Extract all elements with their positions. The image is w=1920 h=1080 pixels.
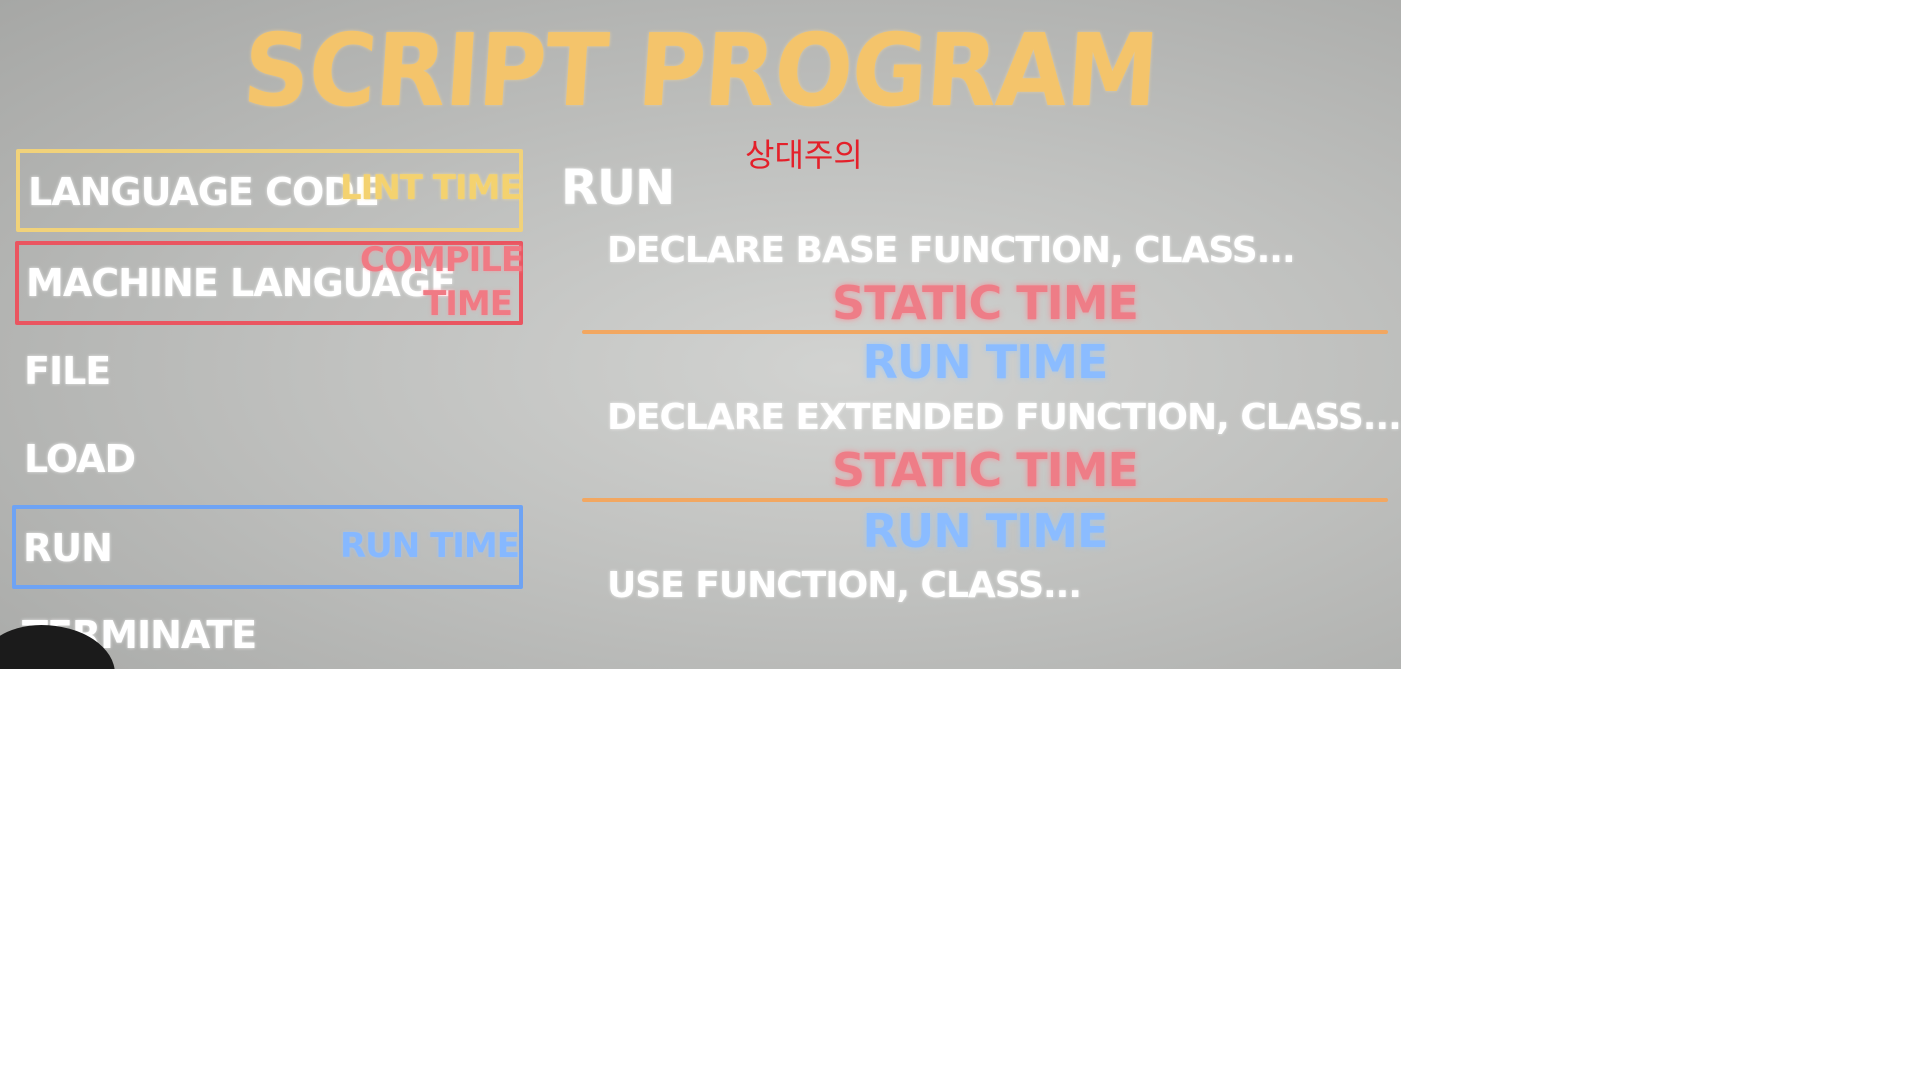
run-time-2: RUN TIME xyxy=(862,504,1109,558)
compile-time-line-2: TIME xyxy=(423,284,513,324)
language-code-label: LANGUAGE CODE xyxy=(28,170,380,214)
compile-time-line-1: COMPILE xyxy=(360,240,524,280)
run-label: RUN xyxy=(23,526,113,570)
divider-2 xyxy=(582,498,1388,502)
language-code-box xyxy=(16,149,523,232)
use-function-text: USE FUNCTION, CLASS... xyxy=(607,565,1082,606)
run-time-tag: RUN TIME xyxy=(340,526,520,566)
declare-base-text: DECLARE BASE FUNCTION, CLASS... xyxy=(607,230,1296,271)
file-label: FILE xyxy=(24,349,111,393)
machine-language-box xyxy=(15,241,523,325)
run-time-1: RUN TIME xyxy=(862,335,1109,389)
slide: SCRIPT PROGRAM 상대주의 LANGUAGE CODE LINT T… xyxy=(0,0,1401,669)
load-label: LOAD xyxy=(24,437,136,481)
run-box xyxy=(12,505,523,589)
slide-title: SCRIPT PROGRAM xyxy=(239,12,1162,129)
compile-time-tag: COMPILE TIME xyxy=(360,238,524,326)
machine-language-label: MACHINE LANGUAGE xyxy=(26,261,456,305)
static-time-2: STATIC TIME xyxy=(832,443,1139,497)
declare-extended-text: DECLARE EXTENDED FUNCTION, CLASS... xyxy=(607,397,1401,438)
lint-time-tag: LINT TIME xyxy=(340,168,523,208)
run-heading: RUN xyxy=(561,160,675,216)
divider-1 xyxy=(582,330,1388,334)
korean-note: 상대주의 xyxy=(745,136,863,174)
static-time-1: STATIC TIME xyxy=(832,276,1139,330)
